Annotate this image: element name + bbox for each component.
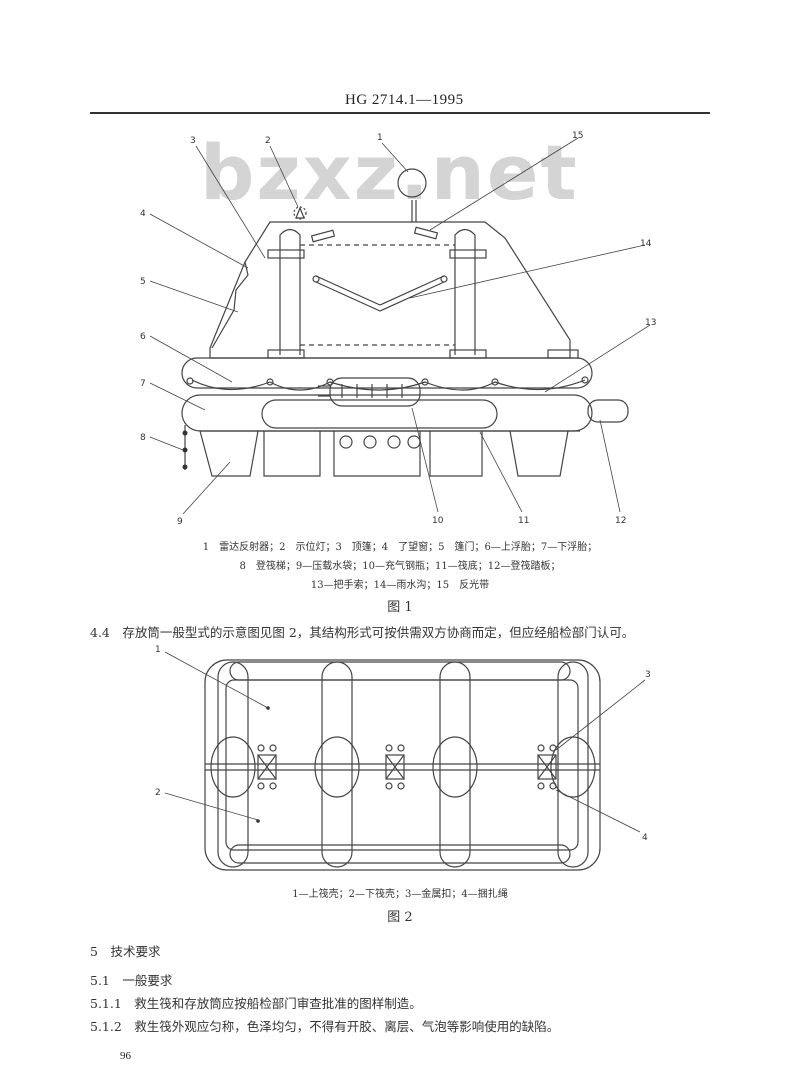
section-5-1-heading: 5.1 一般要求: [90, 973, 173, 988]
fig1-callout-6: 6: [140, 332, 146, 342]
fig1-callout-1: 1: [377, 133, 383, 143]
page-number: 96: [120, 1050, 131, 1062]
fig2-callout-2: 2: [155, 788, 161, 798]
standard-code-header: HG 2714.1—1995: [345, 92, 464, 108]
fig2-callout-4: 4: [642, 833, 648, 843]
fig2-callout-3: 3: [645, 670, 651, 680]
fig1-callout-9: 9: [177, 517, 183, 527]
header-rule: [90, 112, 710, 114]
fig1-callout-13: 13: [645, 318, 656, 328]
section-5-heading: 5 技术要求: [90, 944, 161, 959]
watermark: bzxz.net: [200, 128, 579, 217]
fig1-callout-4: 4: [140, 209, 146, 219]
figure-1-legend-line-1: 1 雷达反射器；2 示位灯；3 顶篷；4 了望窗；5 篷门；6—上浮胎；7—下浮…: [202, 542, 598, 553]
fig1-callout-10: 10: [432, 516, 444, 526]
figure-1-legend-line-3: 13—把手索；14—雨水沟；15 反光带: [310, 580, 490, 591]
fig1-callout-3: 3: [190, 136, 196, 146]
figure-2-legend: 1—上筏壳；2—下筏壳；3—金属扣；4—捆扎绳: [292, 889, 508, 900]
fig1-callout-5: 5: [140, 277, 146, 287]
figure-1-title: 图 1: [387, 600, 413, 615]
fig1-callout-7: 7: [140, 379, 146, 389]
fig1-callout-8: 8: [140, 433, 146, 443]
figure-1-legend-line-2: 8 登筏梯；9—压载水袋；10—充气钢瓶；11—筏底；12—登筏踏板；: [239, 561, 561, 572]
fig1-callout-2: 2: [265, 136, 271, 146]
figure-2-title: 图 2: [387, 910, 413, 925]
clause-5-1-2: 5.1.2 救生筏外观应匀称，色泽均匀，不得有开胶、离层、气泡等影响使用的缺陷。: [90, 1019, 560, 1034]
clause-5-1-1: 5.1.1 救生筏和存放筒应按船检部门审查批准的图样制造。: [90, 996, 422, 1011]
fig2-callout-1: 1: [155, 645, 161, 655]
fig1-callout-11: 11: [518, 516, 529, 526]
figure-1-liferaft-drawing: 1 2 3 4 5 6 7 8 9 10 11 12 13 14 15: [140, 131, 656, 527]
figure-2-container-drawing: 1 2 3 4: [155, 645, 651, 871]
paragraph-4-4: 4.4 存放筒一般型式的示意图见图 2，其结构形式可按供需双方协商而定，但应经船…: [90, 625, 635, 640]
fig1-callout-12: 12: [615, 516, 626, 526]
fig1-callout-15: 15: [572, 131, 583, 141]
fig1-callout-14: 14: [640, 239, 652, 249]
